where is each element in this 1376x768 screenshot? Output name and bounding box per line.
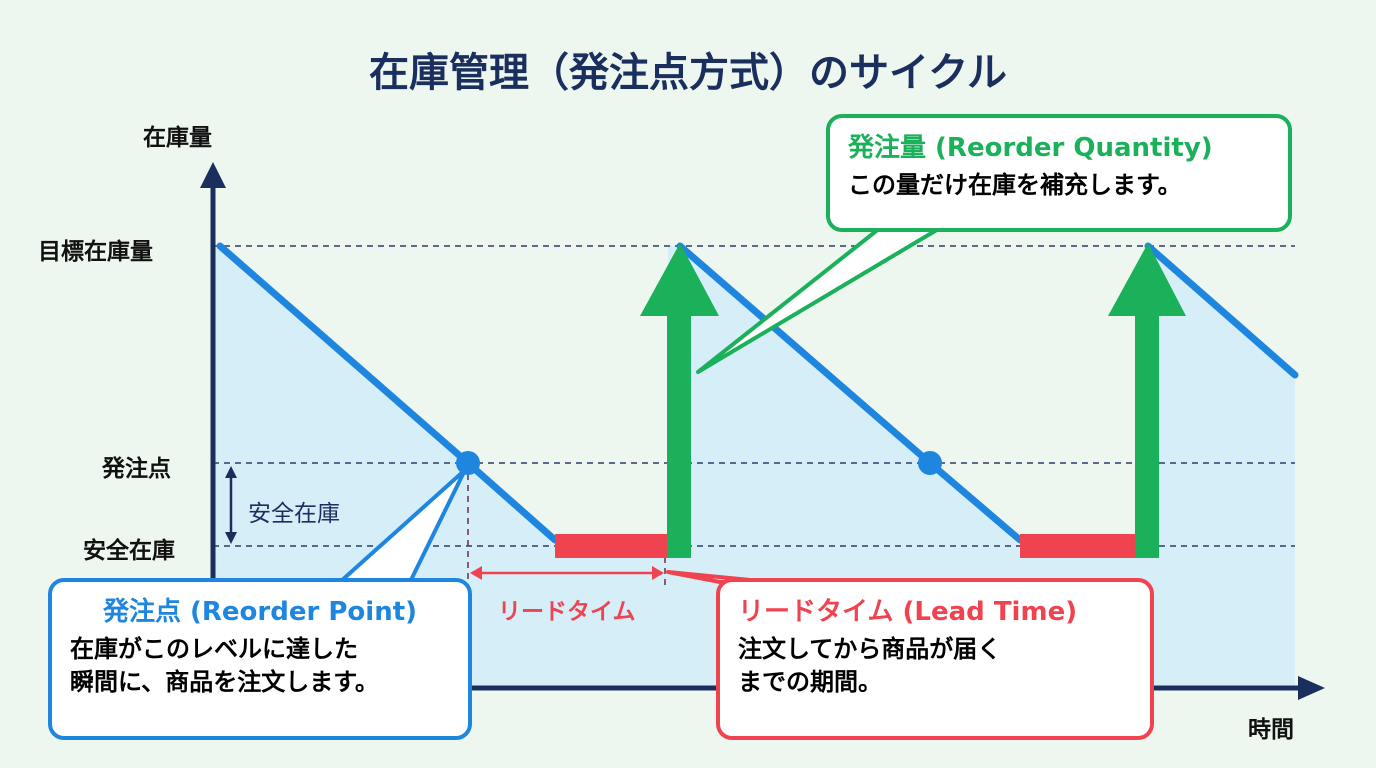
- callout-text: 瞬間に、商品を注文します。: [70, 668, 379, 696]
- lead-time-callout: リードタイム (Lead Time) 注文してから商品が届く までの期間。: [716, 578, 1154, 740]
- inventory-area-fill: [215, 246, 1295, 688]
- callout-text: 在庫がこのレベルに達した: [70, 635, 358, 663]
- inventory-line-3: [1144, 242, 1299, 379]
- reorder-point-marker-1: [456, 451, 480, 475]
- x-axis-label: 時間: [1248, 717, 1294, 743]
- reorder-point-label: 発注点: [102, 456, 171, 482]
- reorder-point-marker-2: [918, 451, 942, 475]
- y-axis-arrow-icon: [200, 162, 226, 188]
- reorder-point-callout: 発注点 (Reorder Point) 在庫がこのレベルに達した 瞬間に、商品を…: [48, 578, 472, 740]
- callout-heading: 発注点 (Reorder Point): [102, 597, 418, 627]
- lead-time-span-label: リードタイム: [498, 599, 636, 625]
- callout-text: この量だけ在庫を補充します。: [848, 171, 1182, 199]
- replenish-arrow-2: [1135, 312, 1159, 558]
- safety-span-label: 安全在庫: [248, 501, 340, 527]
- callout-heading: 発注量 (Reorder Quantity): [848, 133, 1213, 163]
- replenish-arrow-head-2: [1108, 243, 1186, 316]
- lead-time-bar-1: [555, 534, 667, 558]
- y-axis-label: 在庫量: [143, 125, 212, 151]
- target-level-label: 目標在庫量: [38, 239, 153, 265]
- safety-stock-label: 安全在庫: [83, 538, 175, 564]
- callout-text: 注文してから商品が届く: [738, 635, 1002, 663]
- callout-heading: リードタイム (Lead Time): [738, 597, 1078, 627]
- lead-time-bar-2: [1020, 534, 1135, 558]
- replenish-arrow-head-1: [640, 243, 719, 316]
- callout-text: までの期間。: [738, 668, 882, 696]
- page-title: 在庫管理（発注点方式）のサイクル: [369, 50, 1007, 96]
- replenish-arrow-1: [667, 312, 691, 558]
- x-axis-arrow-icon: [1298, 676, 1325, 700]
- reorder-quantity-callout: 発注量 (Reorder Quantity) この量だけ在庫を補充します。: [826, 114, 1292, 232]
